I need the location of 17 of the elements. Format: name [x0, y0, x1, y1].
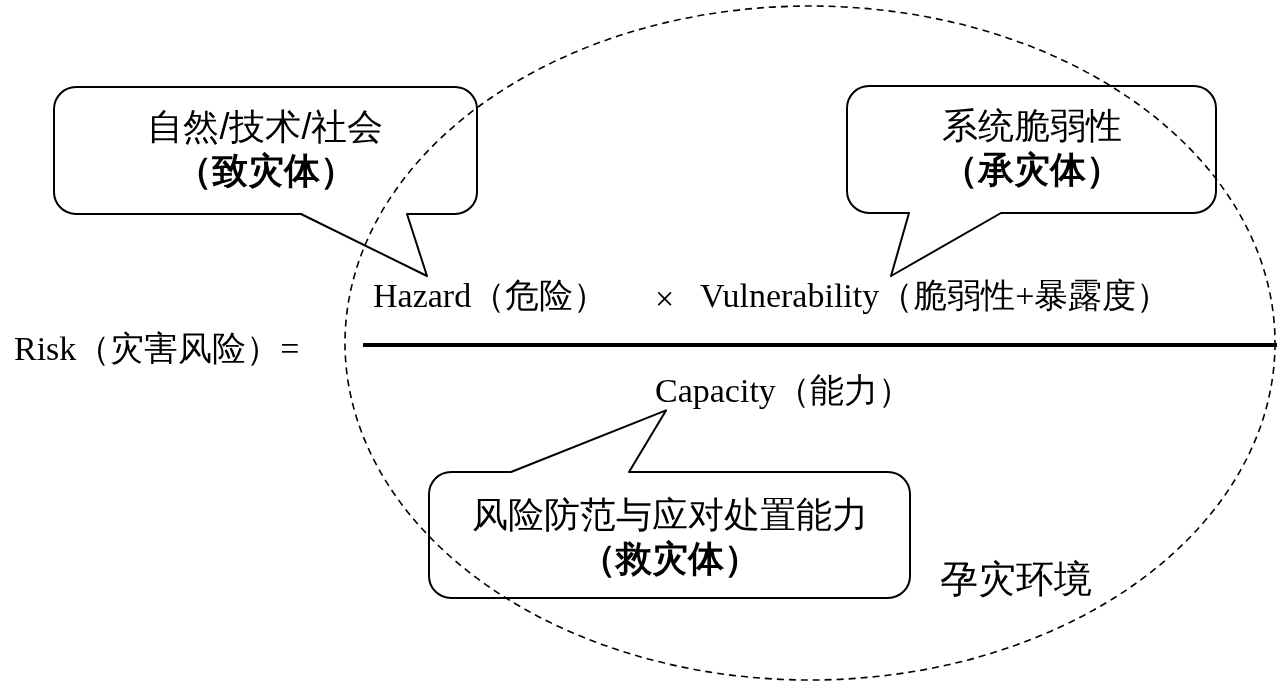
- formula-term: Capacity（能力）: [655, 372, 912, 410]
- callout-term: （承灾体）: [941, 150, 1122, 190]
- multiplication-sign: ×: [655, 280, 675, 318]
- callout-text: 自然/技术/社会: [147, 107, 384, 147]
- callout-tail: [510, 409, 667, 473]
- callout-term: （致灾体）: [175, 151, 356, 191]
- callout-term: （救灾体）: [579, 539, 760, 579]
- callout-tail: [890, 212, 1002, 277]
- callout-tail: [300, 213, 428, 277]
- dashed-ellipse: [344, 5, 1276, 681]
- speech-bubble: [53, 86, 478, 215]
- formula-term: Hazard（危险）: [373, 277, 608, 315]
- formula-text: Risk（灾害风险）=: [14, 330, 300, 368]
- callout-text: 系统脆弱性: [941, 106, 1122, 146]
- callout-text: 风险防范与应对处置能力: [471, 495, 868, 535]
- region-label: 孕灾环境: [940, 558, 1092, 601]
- formula-term: Vulnerability（脆弱性+暴露度）: [700, 277, 1171, 315]
